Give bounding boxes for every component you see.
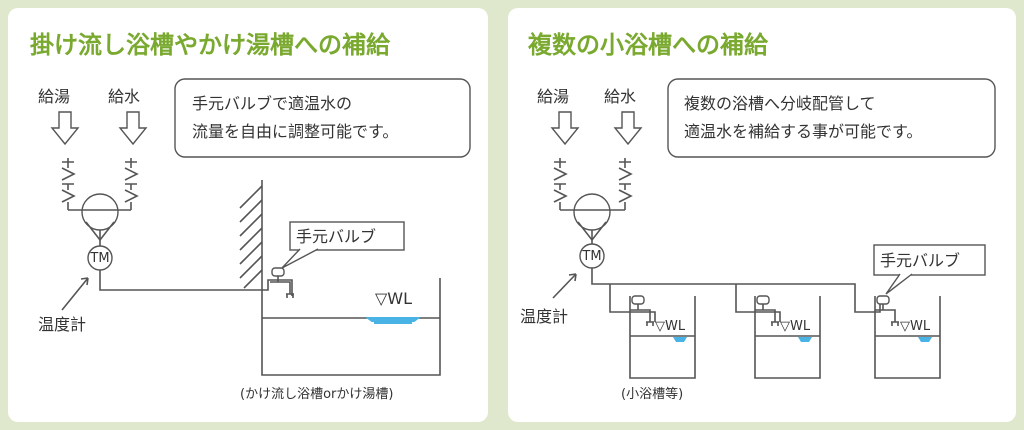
left-title: 掛け流し浴槽やかけ湯槽への補給 [30, 31, 391, 59]
water-level-label: ▽WL [780, 319, 811, 334]
check-valve-icon [618, 157, 632, 211]
check-valve-icon [553, 157, 567, 211]
thermometer-icon: TM [87, 245, 113, 271]
note-box [667, 78, 996, 158]
note-box [174, 78, 471, 158]
hand-valve-icon[interactable] [874, 295, 900, 327]
small-tub-3: ▽WL [874, 295, 941, 379]
thermometer-label: 温度計 [520, 307, 568, 326]
thermometer-icon: TM [579, 243, 605, 269]
water-level-label: ▽WL [375, 289, 412, 308]
cold-supply-label: 給水 [604, 87, 636, 106]
wall-hatch [239, 180, 263, 290]
bathtub [261, 278, 441, 376]
hot-supply-label: 給湯 [38, 87, 70, 106]
small-tub-1: ▽WL [629, 295, 696, 379]
hand-valve-callout [873, 244, 986, 276]
hand-valve-callout-text: 手元バルブ [880, 251, 960, 270]
svg-text:TM: TM [89, 251, 109, 266]
thermometer-label: 温度計 [38, 315, 86, 334]
hand-valve-icon[interactable] [269, 267, 295, 299]
caption: (小浴槽等) [621, 386, 683, 402]
hand-valve-callout [289, 221, 405, 251]
right-title: 複数の小浴槽への補給 [528, 31, 769, 59]
cold-supply-label: 給水 [108, 87, 140, 106]
note-line: 流量を自由に調整可能です。 [192, 122, 398, 141]
down-arrow-icon [551, 111, 579, 145]
down-arrow-icon [51, 111, 79, 145]
down-arrow-icon [119, 111, 147, 145]
hand-valve-callout-text: 手元バルブ [296, 227, 376, 246]
caption: (かけ流し浴槽orかけ湯槽) [240, 387, 393, 402]
small-tub-2: ▽WL [754, 295, 821, 379]
check-valve-icon [124, 157, 138, 211]
svg-text:TM: TM [581, 249, 601, 264]
note-line: 複数の浴槽へ分岐配管して [684, 94, 876, 113]
note-line: 適温水を補給する事が可能です。 [684, 122, 922, 141]
down-arrow-icon [614, 111, 642, 145]
hand-valve-icon[interactable] [754, 295, 780, 327]
note-line: 手元バルブで適温水の [192, 94, 352, 113]
water-level-label: ▽WL [655, 319, 686, 334]
water-level-label: ▽WL [900, 319, 931, 334]
hand-valve-icon[interactable] [629, 295, 655, 327]
hot-supply-label: 給湯 [537, 87, 569, 106]
check-valve-icon [61, 157, 75, 211]
